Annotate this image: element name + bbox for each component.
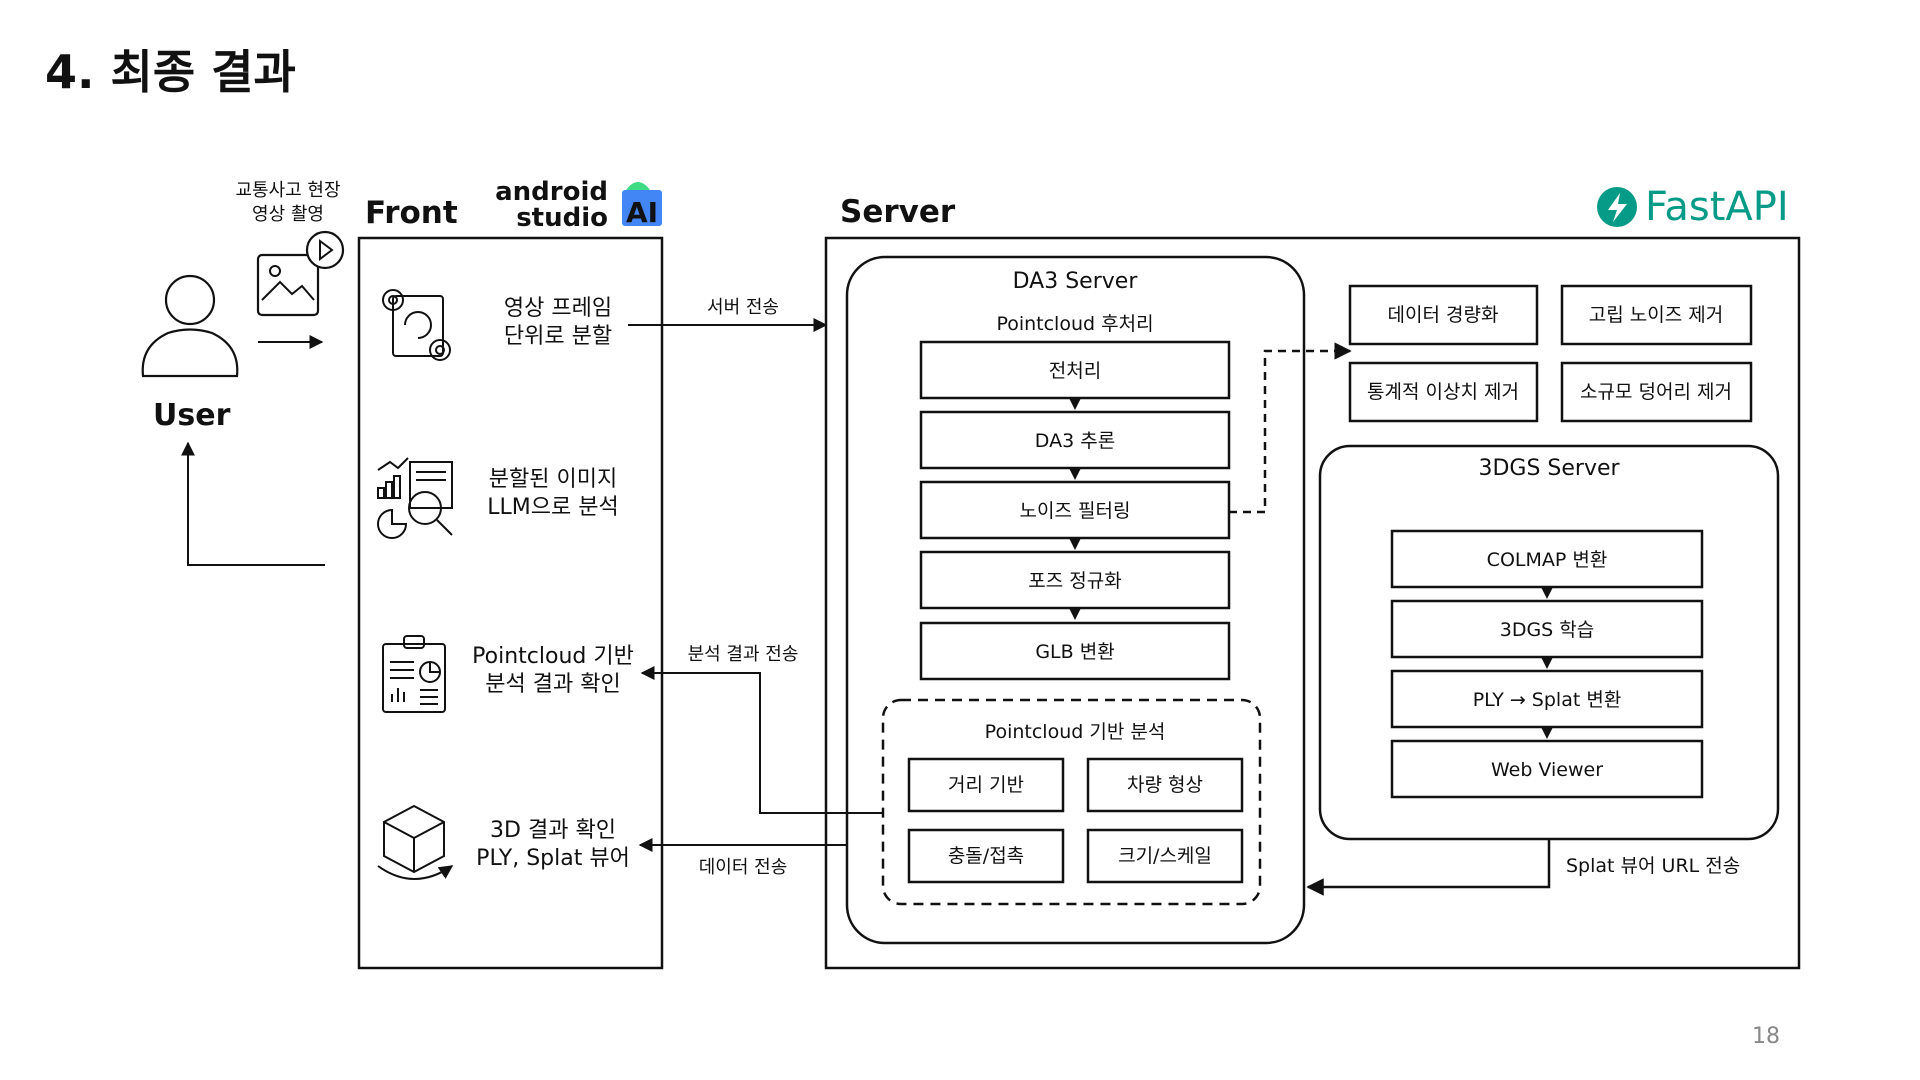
user-icon [141, 274, 239, 378]
android-studio-ai-text: AI [626, 196, 658, 229]
da3-step-4: 포즈 정규화 [919, 550, 1231, 610]
da3-step-2-label: DA3 추론 [1035, 430, 1115, 452]
analysis-item-1-label: 거리 기반 [948, 774, 1024, 796]
return-to-user-arrow [181, 441, 325, 566]
android-studio-logo-text2: studio [516, 203, 608, 233]
da3-step-3-label: 노이즈 필터링 [1020, 500, 1131, 522]
3dgs-step-1: COLMAP 변환 [1390, 529, 1704, 589]
user-label: User [153, 398, 231, 433]
image-analysis-icon [377, 457, 453, 539]
3dgs-step-connectors [1541, 587, 1553, 739]
da3-step-1-label: 전처리 [1049, 360, 1101, 382]
da3-step-1: 전처리 [919, 340, 1231, 400]
to-server-label: 서버 전송 [707, 297, 779, 318]
capture-label-line1: 교통사고 현장 [235, 180, 340, 201]
report-dashboard-icon [382, 635, 446, 713]
video-image-icon [256, 230, 345, 317]
server-panel [824, 236, 1801, 970]
analysis-item-4: 크기/스케일 [1086, 828, 1244, 884]
capture-label-line2: 영상 촬영 [252, 204, 324, 225]
fastapi-logo-icon [1597, 187, 1637, 227]
analysis-item-2-label: 차량 형상 [1127, 774, 1203, 796]
data-transfer-label: 데이터 전송 [699, 857, 788, 878]
da3-step-5: GLB 변환 [919, 621, 1231, 681]
da3-subtitle: Pointcloud 후처리 [996, 313, 1153, 335]
analysis-item-3-label: 충돌/접촉 [948, 845, 1024, 867]
3dgs-server-title: 3DGS Server [1478, 456, 1620, 481]
frame-split-gears-icon [382, 289, 451, 361]
analysis-result-arrow [640, 666, 883, 814]
3dgs-step-3: PLY → Splat 변환 [1390, 669, 1704, 729]
filter-item-2: 고립 노이즈 제거 [1560, 284, 1753, 346]
front-item-2-line1: 분할된 이미지 [489, 467, 617, 492]
front-item-1-line1: 영상 프레임 [504, 296, 612, 321]
front-item-3-line2: 분석 결과 확인 [485, 672, 620, 697]
pointcloud-analysis-box [881, 698, 1262, 906]
da3-server-box [845, 255, 1306, 945]
filter-item-1-label: 데이터 경량화 [1388, 304, 1499, 326]
3dgs-step-4: Web Viewer [1390, 739, 1704, 799]
android-studio-logo-text1: android [495, 177, 608, 207]
3dgs-step-3-label: PLY → Splat 변환 [1473, 689, 1622, 711]
analysis-item-3: 충돌/접촉 [907, 828, 1065, 884]
filter-item-3-label: 통계적 이상치 제거 [1367, 381, 1519, 403]
da3-step-5-label: GLB 변환 [1035, 641, 1114, 663]
noise-filter-link [1229, 342, 1352, 514]
splat-url-label: Splat 뷰어 URL 전송 [1566, 855, 1740, 877]
da3-step-connectors [1069, 398, 1081, 620]
analysis-item-4-label: 크기/스케일 [1118, 845, 1212, 867]
da3-step-4-label: 포즈 정규화 [1028, 570, 1121, 592]
analysis-result-label: 분석 결과 전송 [688, 644, 799, 665]
3dgs-step-2-label: 3DGS 학습 [1500, 619, 1595, 641]
filter-item-3: 통계적 이상치 제거 [1348, 361, 1539, 423]
3dgs-step-2: 3DGS 학습 [1390, 599, 1704, 659]
page-number: 18 [1752, 1024, 1780, 1049]
android-studio-icon: AI [622, 182, 662, 229]
front-item-1-line2: 단위로 분할 [504, 324, 612, 349]
da3-step-3: 노이즈 필터링 [919, 480, 1231, 540]
server-label: Server [840, 194, 956, 230]
filter-item-1: 데이터 경량화 [1348, 284, 1539, 346]
front-item-3-line1: Pointcloud 기반 [472, 644, 634, 669]
front-label: Front [365, 195, 458, 231]
front-item-4-line2: PLY, Splat 뷰어 [476, 846, 630, 871]
3dgs-step-1-label: COLMAP 변환 [1487, 549, 1608, 571]
filter-item-4-label: 소규모 덩어리 제거 [1580, 381, 1732, 403]
da3-step-2: DA3 추론 [919, 410, 1231, 470]
pointcloud-analysis-title: Pointcloud 기반 분석 [985, 721, 1166, 743]
filter-item-4: 소규모 덩어리 제거 [1560, 361, 1753, 423]
filter-item-2-label: 고립 노이즈 제거 [1589, 304, 1723, 326]
analysis-item-1: 거리 기반 [907, 757, 1065, 813]
splat-url-arrow [1306, 839, 1551, 896]
fastapi-label: FastAPI [1645, 184, 1789, 230]
da3-server-title: DA3 Server [1013, 269, 1139, 294]
page-title: 4. 최종 결과 [45, 45, 296, 99]
front-item-2-line2: LLM으로 분석 [487, 495, 618, 520]
analysis-item-2: 차량 형상 [1086, 757, 1244, 813]
front-panel [357, 236, 664, 970]
3dgs-step-4-label: Web Viewer [1491, 759, 1603, 781]
3d-cube-icon [377, 804, 454, 880]
front-item-4-line1: 3D 결과 확인 [490, 818, 616, 843]
